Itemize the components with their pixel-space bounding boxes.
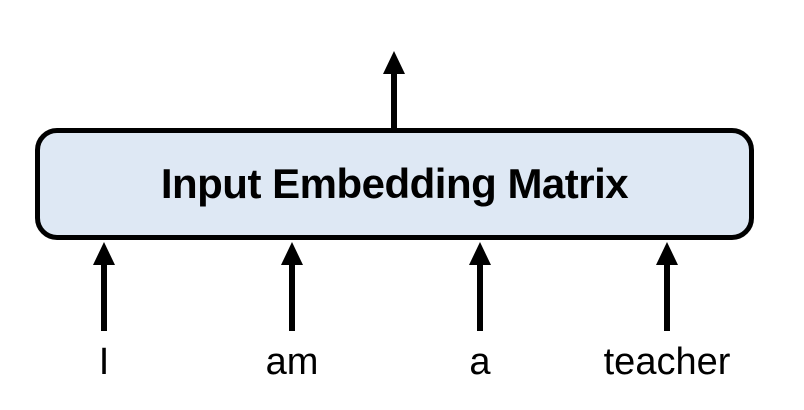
embedding-matrix-label: Input Embedding Matrix [160, 160, 629, 207]
arrow-shaft [477, 265, 483, 331]
input-arrow-icon [656, 242, 678, 331]
arrowhead-icon [383, 51, 405, 74]
token-label-a: a [469, 341, 491, 383]
arrow-shaft [101, 265, 107, 331]
arrow-shaft [664, 265, 670, 331]
arrow-shaft [289, 265, 295, 331]
arrow-shaft [391, 74, 397, 129]
output-arrow-icon [383, 51, 405, 129]
input-arrow-icon [93, 242, 115, 331]
embedding-matrix-box: Input Embedding Matrix [35, 128, 754, 240]
token-label-i: I [98, 341, 110, 383]
token-label-am: am [265, 341, 319, 383]
input-arrow-icon [281, 242, 303, 331]
input-arrow-icon [469, 242, 491, 331]
arrowhead-icon [93, 242, 115, 265]
token-label-teacher: teacher [603, 341, 731, 383]
arrowhead-icon [656, 242, 678, 265]
arrowhead-icon [281, 242, 303, 265]
arrowhead-icon [469, 242, 491, 265]
